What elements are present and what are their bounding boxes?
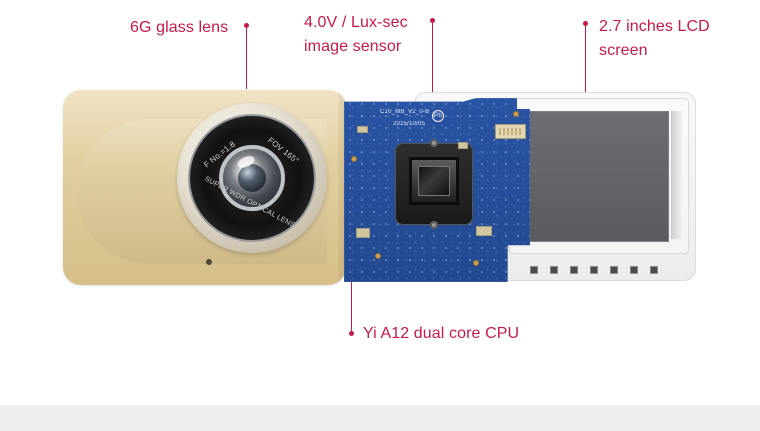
screen-contact	[610, 266, 618, 274]
screen-contact-row	[530, 265, 670, 277]
sensor-callout-line	[432, 23, 433, 147]
screen-contact	[550, 266, 558, 274]
lens-callout-dot	[244, 23, 249, 28]
board-component	[476, 226, 492, 236]
lcd-side-edge	[671, 111, 682, 239]
screen-label-line-1: 2.7 inches LCD	[599, 18, 710, 35]
sensor-screw-top	[430, 139, 438, 147]
screen-label: 2.7 inches LCD screen	[599, 15, 710, 63]
sensor-label-line-2: image sensor	[304, 38, 402, 55]
screen-contact	[630, 266, 638, 274]
status-light-hole	[206, 259, 212, 265]
screen-contact	[590, 266, 598, 274]
sensor-label-line-1: 4.0V / Lux-sec	[304, 14, 408, 31]
screen-label-line-2: screen	[599, 42, 648, 59]
board-pad	[513, 111, 519, 117]
sensor-label: 4.0V / Lux-sec image sensor	[304, 11, 408, 59]
board-title-marking: C10_MB_V2_0-B	[380, 109, 430, 115]
board-connector	[495, 124, 526, 139]
lcd-screen-icon	[521, 111, 669, 242]
board-pad	[375, 253, 381, 259]
screen-contact	[570, 266, 578, 274]
sensor-screw-bottom	[430, 221, 438, 229]
screen-contact	[530, 266, 538, 274]
board-date-marking: 2015/10/05	[393, 121, 426, 127]
board-component	[356, 228, 370, 238]
footer-band	[0, 405, 760, 431]
lens-label: 6G glass lens	[130, 19, 229, 36]
board-pb-marking: Pb	[432, 110, 444, 122]
board-pad	[351, 156, 357, 162]
board-pad	[473, 260, 479, 266]
sensor-callout-dot	[430, 18, 435, 23]
screen-callout-dot	[583, 21, 588, 26]
lens-core	[238, 164, 266, 192]
cpu-label: Yi A12 dual core CPU	[363, 325, 520, 342]
board-component	[458, 142, 468, 149]
sensor-core	[418, 166, 450, 196]
screen-contact	[650, 266, 658, 274]
cpu-callout-dot	[349, 331, 354, 336]
board-component	[357, 126, 368, 133]
